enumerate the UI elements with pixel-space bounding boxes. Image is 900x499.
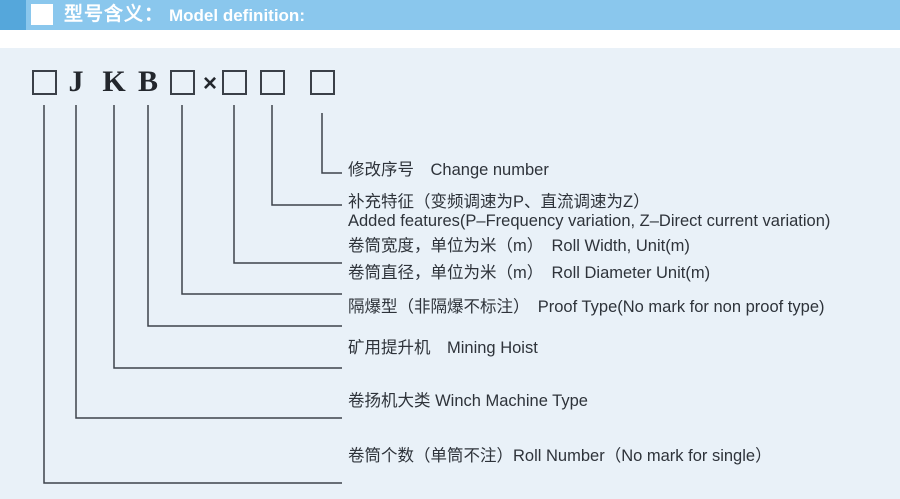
label-roll-width: 卷筒宽度，单位为米（m） Roll Width, Unit(m) bbox=[348, 237, 690, 256]
model-code-box-roll-width bbox=[222, 70, 247, 95]
label-winch-type: 卷扬机大类 Winch Machine Type bbox=[348, 392, 588, 411]
model-code-box-change-number bbox=[310, 70, 335, 95]
label-added-features-en: Added features(P–Frequency variation, Z–… bbox=[348, 212, 831, 231]
header-title-zh: 型号含义： bbox=[64, 4, 165, 25]
model-code-box-roll-number bbox=[32, 70, 57, 95]
label-roll-diameter: 卷筒直径，单位为米（m） Roll Diameter Unit(m) bbox=[348, 264, 711, 283]
model-letter-j: J bbox=[68, 65, 84, 98]
model-letter-b: B bbox=[137, 65, 159, 98]
header-bar: 型号含义： Model definition: bbox=[0, 0, 900, 30]
multiply-sign: × bbox=[202, 70, 218, 97]
label-roll-number: 卷筒个数（单筒不注）Roll Number（No mark for single… bbox=[348, 447, 772, 466]
label-mining-hoist: 矿用提升机 Mining Hoist bbox=[348, 339, 538, 358]
bullet-square-icon bbox=[31, 4, 53, 25]
model-code-box-roll-diameter bbox=[170, 70, 195, 95]
header-title-en: Model definition: bbox=[169, 6, 305, 25]
label-proof-type: 隔爆型（非隔爆不标注） Proof Type(No mark for non p… bbox=[348, 298, 825, 317]
header-accent-block bbox=[0, 0, 26, 30]
model-code-box-added-features bbox=[260, 70, 285, 95]
label-change-number: 修改序号 Change number bbox=[348, 161, 549, 180]
label-added-features-zh: 补充特征（变频调速为P、直流调速为Z） bbox=[348, 193, 650, 212]
model-letter-k: K bbox=[102, 65, 126, 98]
